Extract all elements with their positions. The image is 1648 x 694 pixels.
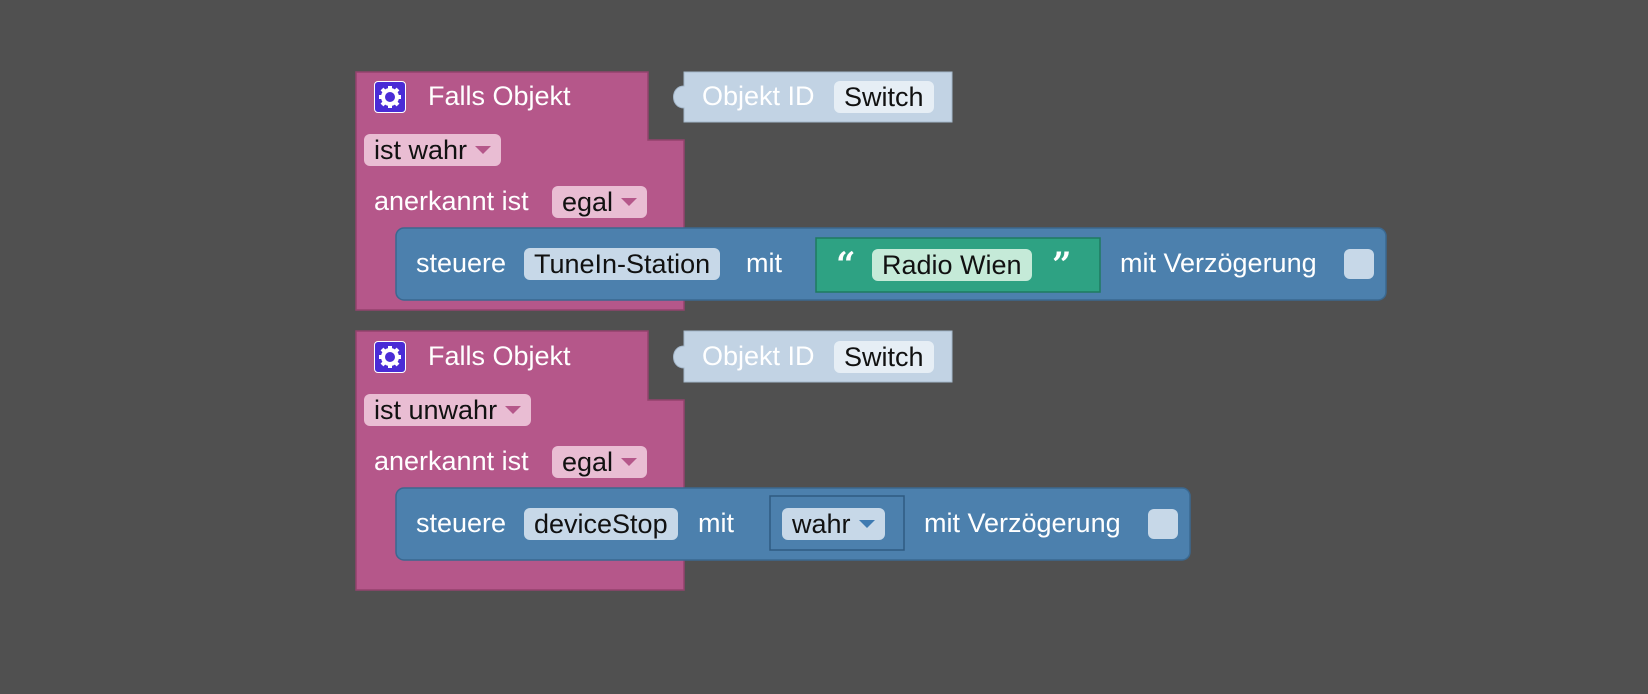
control-target-field[interactable]: deviceStop: [524, 508, 678, 540]
dropdown-arrow-icon: [858, 519, 875, 528]
trigger-header-label: Falls Objekt: [428, 81, 571, 111]
delay-label: mit Verzögerung: [924, 508, 1121, 538]
control-with-label: mit: [698, 508, 734, 538]
object-id-label: Objekt ID: [702, 81, 815, 111]
dropdown-arrow-icon: [621, 457, 638, 466]
object-id-field[interactable]: Switch: [834, 341, 934, 373]
condition-value: ist unwahr: [374, 395, 498, 425]
control-label: steuere: [416, 248, 507, 278]
delay-checkbox[interactable]: [1344, 249, 1374, 279]
object-id-label: Objekt ID: [702, 341, 815, 371]
condition-dropdown[interactable]: ist wahr: [364, 134, 502, 166]
control-label: steuere: [416, 508, 507, 538]
text-value-field[interactable]: Radio Wien: [872, 249, 1032, 281]
ack-label: anerkannt ist: [374, 186, 529, 216]
delay-label: mit Verzögerung: [1120, 248, 1317, 278]
ack-value: egal: [562, 447, 614, 477]
object-id-field[interactable]: Switch: [834, 81, 934, 113]
control-with-label: mit: [746, 248, 782, 278]
quote-open-icon: “: [836, 245, 856, 285]
quote-close-icon: ”: [1052, 245, 1072, 285]
control-target-field[interactable]: TuneIn-Station: [524, 248, 721, 280]
gear-icon[interactable]: [374, 81, 406, 113]
dropdown-arrow-icon: [475, 145, 492, 154]
boolean-dropdown[interactable]: wahr: [782, 508, 885, 540]
ack-label: anerkannt ist: [374, 446, 529, 476]
dropdown-arrow-icon: [505, 405, 522, 414]
dropdown-arrow-icon: [621, 197, 638, 206]
ack-dropdown[interactable]: egal: [552, 186, 648, 218]
delay-checkbox[interactable]: [1148, 509, 1178, 539]
condition-dropdown[interactable]: ist unwahr: [364, 394, 532, 426]
ack-value: egal: [562, 187, 614, 217]
gear-icon[interactable]: [374, 341, 406, 373]
condition-value: ist wahr: [374, 135, 468, 165]
ack-dropdown[interactable]: egal: [552, 446, 648, 478]
trigger-header-label: Falls Objekt: [428, 341, 571, 371]
boolean-value: wahr: [792, 509, 851, 539]
